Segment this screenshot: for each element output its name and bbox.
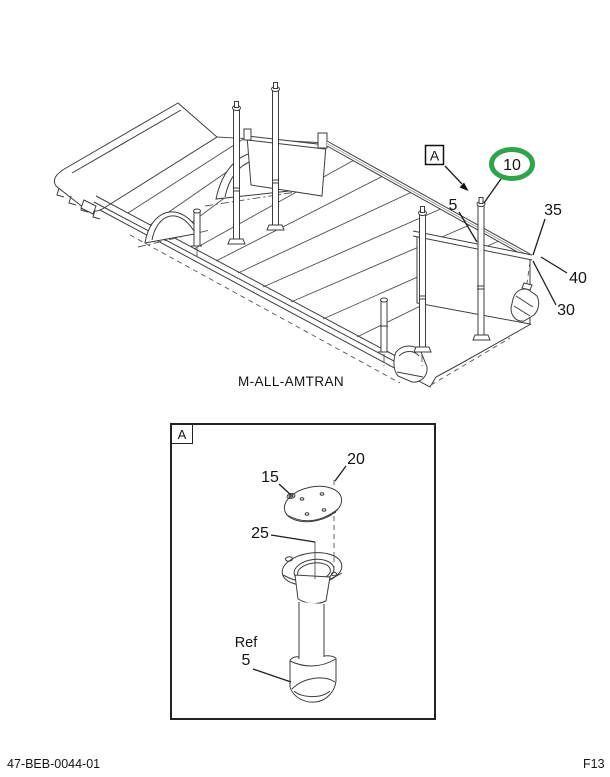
detail-callouts: 15 20 25 Ref 5 — [235, 451, 365, 683]
callout-30: 30 — [532, 260, 575, 319]
callout-40: 40 — [540, 256, 587, 287]
rear-floor-panel — [53, 102, 218, 220]
callout-30-label: 30 — [557, 302, 575, 319]
stanchion-pole-mid-left — [227, 101, 246, 245]
callout-5-label: 5 — [449, 197, 458, 214]
ref-label: Ref — [235, 635, 259, 651]
detail-marker-callout: A — [424, 144, 469, 191]
detail-view-box: A — [170, 423, 436, 720]
callout-10-label: 10 — [503, 157, 521, 174]
callout-10-highlight: 10 — [483, 147, 535, 204]
detail-drawing: 15 20 25 Ref 5 — [235, 451, 365, 703]
step-chute-bracket — [393, 345, 428, 383]
callout-15-label: 15 — [261, 469, 279, 486]
hidden-frame-line — [129, 234, 401, 384]
detail-view-marker-label: A — [177, 426, 187, 442]
stanchion-pole-right-rear — [413, 206, 432, 366]
ref-item-label: 5 — [242, 652, 251, 669]
callout-35: 35 — [532, 202, 562, 256]
callout-40-label: 40 — [569, 270, 587, 287]
stanchion-base — [289, 655, 337, 703]
highlight-ellipse — [489, 147, 535, 181]
stanchion-tube — [294, 574, 331, 659]
short-post-left — [191, 208, 202, 259]
mounting-plate — [283, 485, 343, 523]
callout-35-label: 35 — [544, 202, 562, 219]
callout-20-label: 20 — [347, 451, 365, 468]
chassis-isometric-drawing: A 10 5 35 40 30 M-ALL-AMTRAN — [53, 82, 587, 389]
figure-page-ref: F13 — [583, 757, 605, 771]
diagram-caption: M-ALL-AMTRAN — [238, 374, 344, 389]
detail-arrowhead-icon — [459, 182, 469, 191]
barrier-panel — [243, 128, 531, 260]
document-number: 47-BEB-0044-01 — [7, 757, 101, 771]
stanchion-pole-item5 — [472, 197, 491, 341]
detail-view-marker: A — [172, 425, 193, 444]
end-panel — [412, 230, 533, 325]
stanchion-pole-mid-right — [266, 82, 285, 231]
bracket-30 — [510, 261, 540, 322]
short-post-step — [378, 297, 389, 366]
callout-25-label: 25 — [251, 525, 269, 542]
callout-5: 5 — [449, 197, 478, 243]
wheel-arch-left — [137, 211, 211, 248]
detail-marker-label: A — [430, 148, 440, 164]
